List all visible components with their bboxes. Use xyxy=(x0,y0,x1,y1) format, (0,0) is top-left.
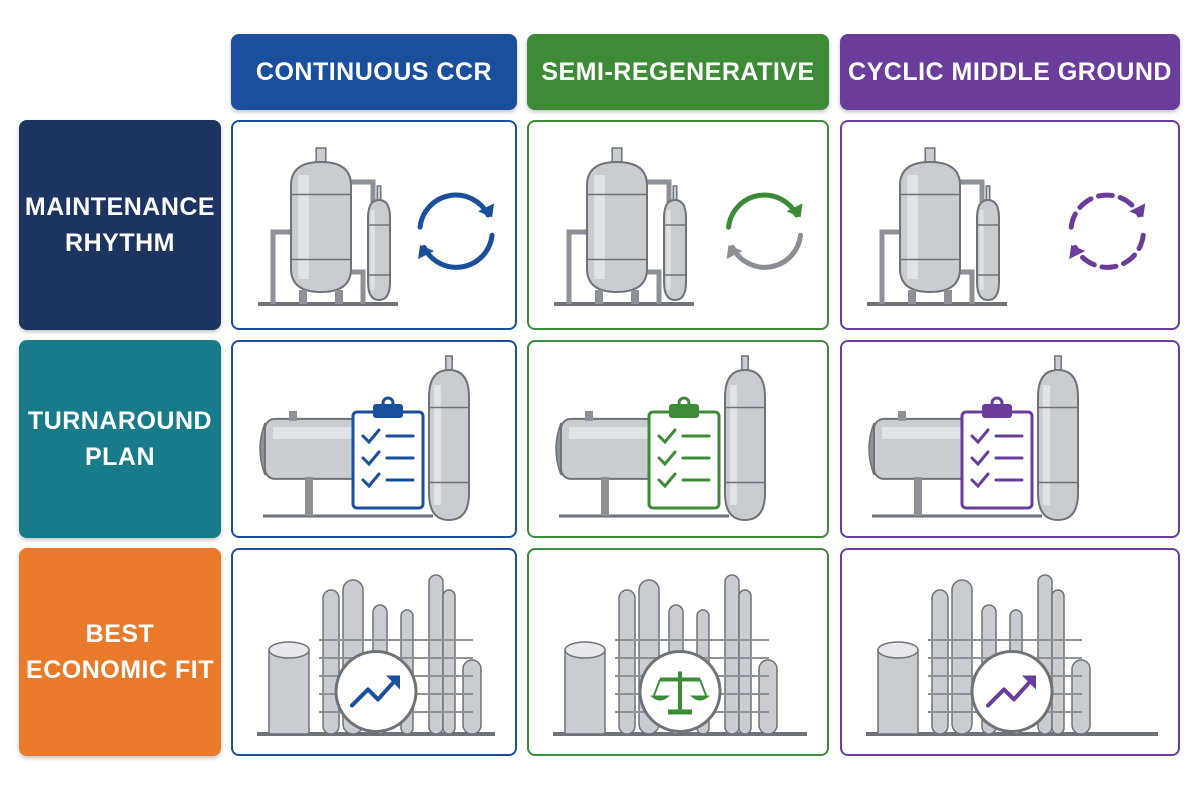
vessel-with-cycle-arrows-icon xyxy=(867,147,1146,306)
row-header-turnaround-plan: TURNAROUND PLAN xyxy=(19,340,221,538)
row-header-line: RHYTHM xyxy=(65,229,175,257)
refinery-badge-icon xyxy=(553,574,807,736)
cycle-arrows-icon xyxy=(726,192,804,270)
row-header-line: MAINTENANCE xyxy=(24,193,216,221)
column-header-label: CYCLIC MIDDLE GROUND xyxy=(848,57,1172,86)
refinery-badge-icon xyxy=(257,574,495,736)
refinery-badge-icon xyxy=(866,574,1158,736)
cycle-arrows-icon xyxy=(417,192,495,270)
heat-exchanger-checklist-icon xyxy=(868,355,1079,522)
cell-turnaround-plan-continuous-ccr xyxy=(231,340,517,538)
column-header-semi-regenerative: SEMI-REGENERATIVE xyxy=(527,34,829,110)
heat-exchanger-checklist-icon xyxy=(259,355,470,522)
cell-maintenance-rhythm-cyclic-middle-ground xyxy=(840,120,1180,330)
row-header-line: ECONOMIC FIT xyxy=(26,656,214,684)
trend-up-icon xyxy=(334,649,418,733)
row-header-best-economic-fit: BEST ECONOMIC FIT xyxy=(19,548,221,756)
checklist-clipboard-icon xyxy=(647,396,721,510)
cell-maintenance-rhythm-continuous-ccr xyxy=(231,120,517,330)
cycle-arrows-icon xyxy=(1068,192,1146,270)
column-header-cyclic-middle-ground: CYCLIC MIDDLE GROUND xyxy=(840,34,1180,110)
column-header-label: CONTINUOUS CCR xyxy=(255,57,493,86)
row-header-line: BEST xyxy=(85,620,155,648)
cell-turnaround-plan-semi-regenerative xyxy=(527,340,829,538)
trend-up-icon xyxy=(970,649,1054,733)
heat-exchanger-checklist-icon xyxy=(555,355,766,522)
storage-column-icon xyxy=(428,355,470,522)
checklist-clipboard-icon xyxy=(960,396,1034,510)
vessel-with-cycle-arrows-icon xyxy=(258,147,495,306)
reactor-vessel-icon xyxy=(554,147,694,306)
row-header-maintenance-rhythm: MAINTENANCE RHYTHM xyxy=(19,120,221,330)
reactor-vessel-icon xyxy=(867,147,1007,306)
reactor-vessel-icon xyxy=(258,147,398,306)
storage-column-icon xyxy=(1037,355,1079,522)
cell-best-economic-fit-semi-regenerative xyxy=(527,548,829,756)
checklist-clipboard-icon xyxy=(351,396,425,510)
cell-best-economic-fit-cyclic-middle-ground xyxy=(840,548,1180,756)
cell-best-economic-fit-continuous-ccr xyxy=(231,548,517,756)
row-header-line: PLAN xyxy=(84,443,156,471)
vessel-with-cycle-arrows-icon xyxy=(554,147,804,306)
column-header-continuous-ccr: CONTINUOUS CCR xyxy=(231,34,517,110)
column-header-label: SEMI-REGENERATIVE xyxy=(541,57,815,86)
cell-turnaround-plan-cyclic-middle-ground xyxy=(840,340,1180,538)
storage-column-icon xyxy=(724,355,766,522)
balance-scale-icon xyxy=(638,649,722,733)
row-header-line: TURNAROUND xyxy=(27,407,213,435)
cell-maintenance-rhythm-semi-regenerative xyxy=(527,120,829,330)
